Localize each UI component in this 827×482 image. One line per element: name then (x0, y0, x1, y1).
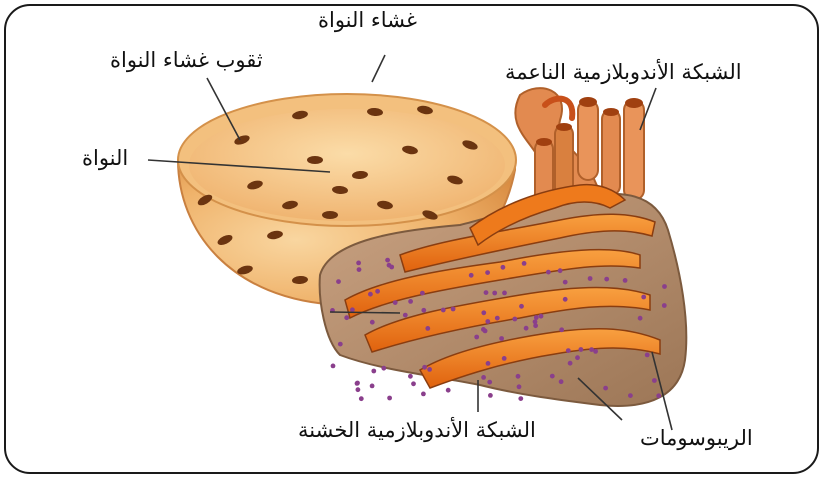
label-nuclear-pores: ثقوب غشاء النواة (110, 50, 263, 71)
label-rough-er: الشبكة الأندوبلازمية الخشنة (298, 420, 536, 441)
label-smooth-er: الشبكة الأندوبلازمية الناعمة (505, 62, 742, 83)
label-nuclear-envelope: غشاء النواة (318, 10, 417, 31)
label-nucleus: النواة (82, 148, 128, 169)
label-ribosomes: الريبوسومات (640, 428, 753, 449)
